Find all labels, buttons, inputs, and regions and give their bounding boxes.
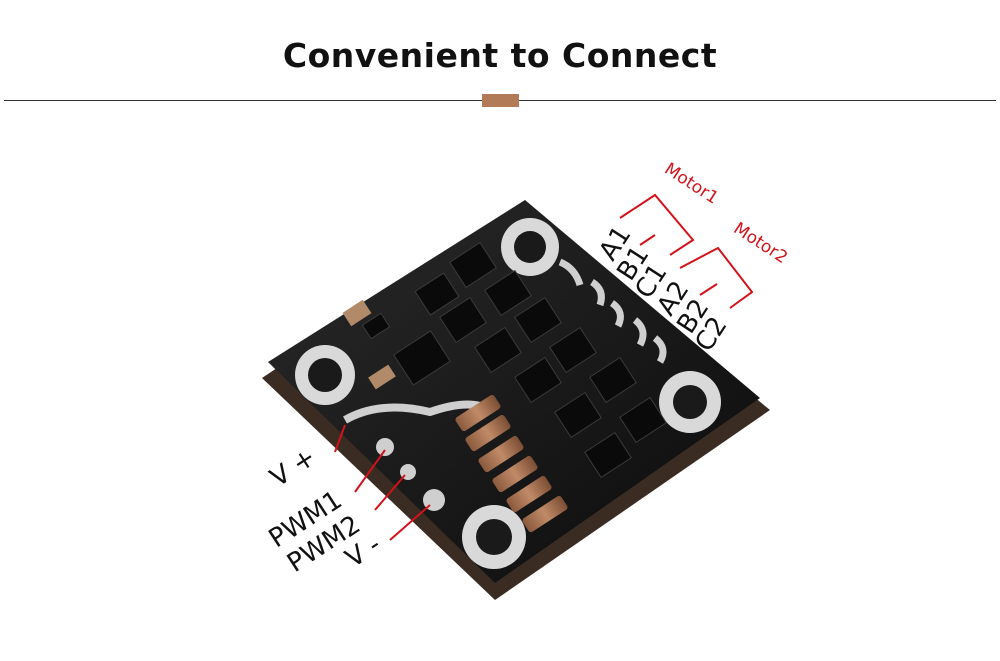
solder-trace	[652, 335, 667, 364]
solder-trace	[558, 258, 584, 287]
smd-component	[342, 299, 372, 327]
solder-trace	[609, 300, 624, 328]
motor1-label: Motor1	[661, 159, 722, 208]
page-title: Convenient to Connect	[282, 36, 718, 75]
mounting-hole	[501, 218, 559, 276]
mounting-hole	[462, 505, 526, 569]
left-callout-lines	[334, 424, 431, 541]
mounting-hole	[659, 371, 721, 433]
smd-component	[368, 364, 396, 390]
solder-trace	[632, 317, 647, 347]
motor-brackets	[619, 193, 754, 309]
capacitor-bank	[455, 394, 568, 533]
divider-accent-block	[482, 94, 519, 107]
mounting-hole	[295, 345, 355, 405]
solder-pad	[376, 438, 394, 456]
solder-trace	[343, 400, 493, 424]
solder-trace	[589, 279, 605, 307]
mosfet-chips	[361, 241, 667, 479]
motor2-label: Motor2	[730, 219, 791, 268]
pin-label-v-plus: V +	[265, 442, 321, 493]
board-top	[268, 200, 760, 583]
